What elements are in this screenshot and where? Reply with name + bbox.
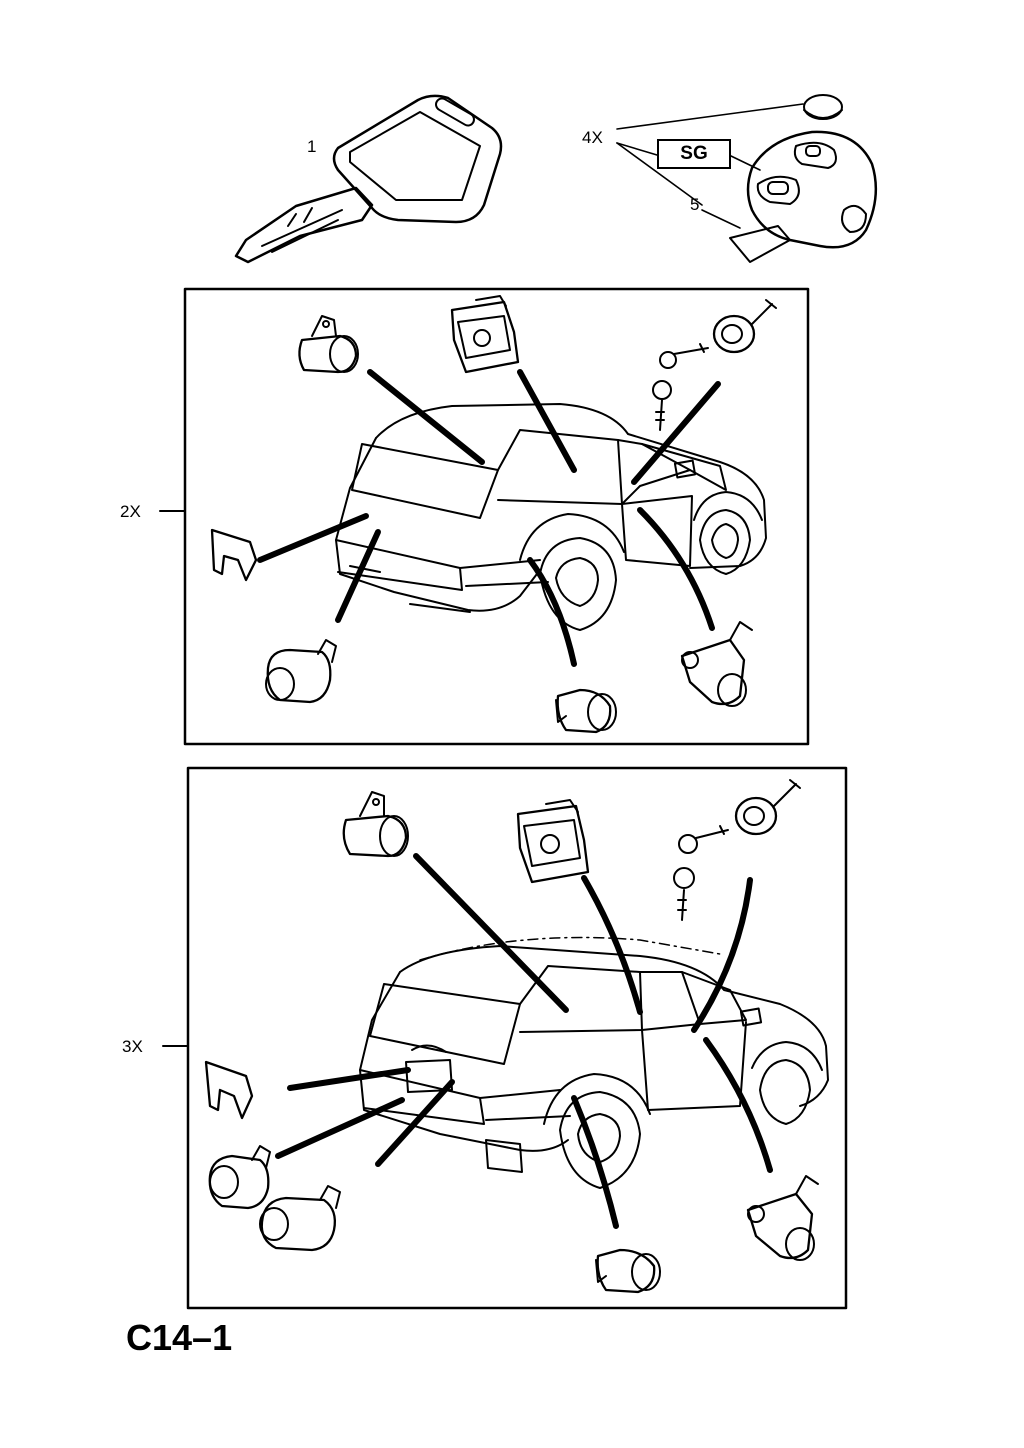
sg-box: SG <box>657 139 731 169</box>
vehicle-3door <box>335 403 767 631</box>
panel-a-leaders <box>257 369 721 667</box>
panel-variant-a <box>183 287 810 746</box>
key-illustration <box>234 94 503 264</box>
lock-cylinder-door-a <box>680 621 753 707</box>
label-remote: 5 <box>690 195 700 214</box>
panel-variant-b <box>186 766 848 1310</box>
clip-b <box>204 1060 254 1120</box>
label-key: 1 <box>307 137 317 156</box>
panel-b-leaders <box>275 853 773 1229</box>
remote-key-illustration <box>729 130 878 263</box>
lock-cylinder-rear-a <box>265 639 337 704</box>
switch-block-b <box>516 799 590 884</box>
lock-cylinder-rear-b <box>208 1145 271 1210</box>
lock-cylinder-rear-alt-b <box>259 1185 341 1252</box>
battery-illustration <box>803 94 843 120</box>
lock-cylinder-tailgate-b <box>342 791 409 858</box>
switch-block-a <box>450 295 520 374</box>
keys-pair-b <box>673 825 729 921</box>
lock-cylinder-ignition-b <box>734 779 801 836</box>
lock-cylinder-door-b <box>746 1175 819 1261</box>
lock-cylinder-ignition-a <box>712 299 777 354</box>
lock-cylinder-fuel-b <box>595 1248 661 1294</box>
keys-pair-a <box>652 343 709 431</box>
lock-cylinder-tailgate-a <box>298 315 359 374</box>
label-variant-b-qty: 3X <box>122 1037 143 1056</box>
leader-lines <box>616 103 804 229</box>
diagram-code: C14–1 <box>126 1317 233 1358</box>
label-variant-a-qty: 2X <box>120 502 141 521</box>
lock-cylinder-fuel-a <box>555 688 617 734</box>
clip-a <box>210 528 258 582</box>
label-battery-qty: 4X <box>582 128 603 147</box>
